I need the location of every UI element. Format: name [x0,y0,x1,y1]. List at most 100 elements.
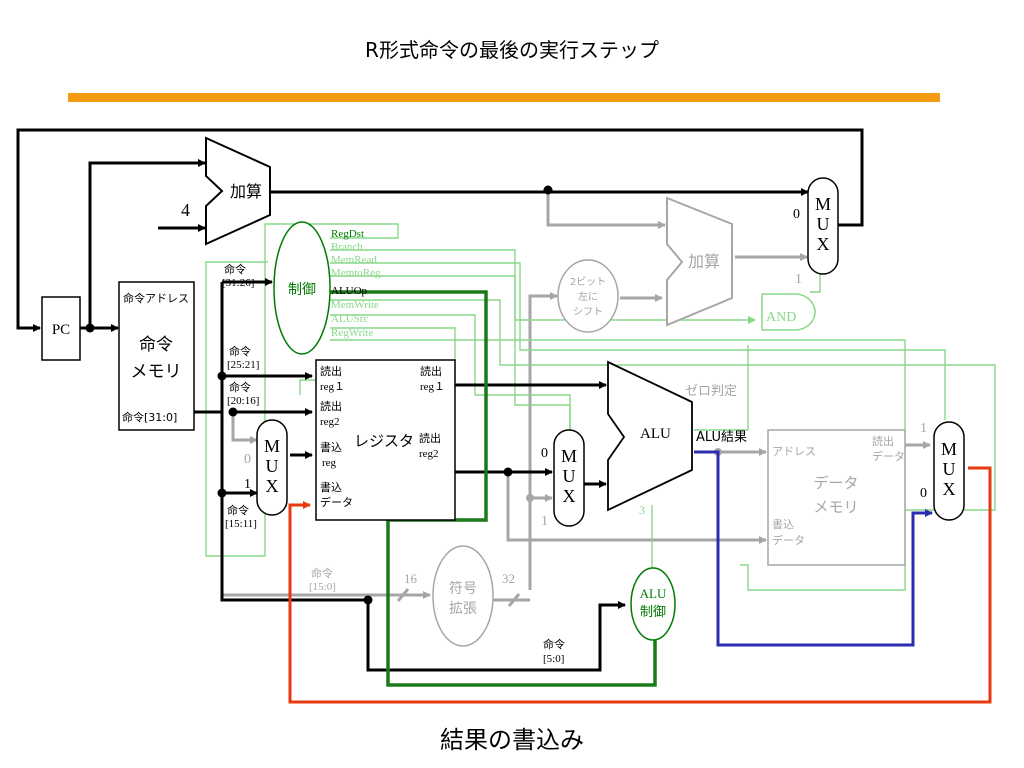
svg-text:16: 16 [404,571,418,586]
svg-text:[15:0]: [15:0] [309,581,336,593]
svg-text:1: 1 [541,514,548,529]
svg-text:[31:26]: [31:26] [222,277,254,289]
page-title: R形式命令の最後の実行ステップ [365,38,659,62]
svg-text:データ: データ [320,495,353,509]
svg-text:reg2: reg2 [419,448,439,460]
mux-memtoreg: M U X 1 0 [920,421,965,521]
instruction-memory: 命令アドレス 命令 メモリ 命令[31:0] [118,281,195,431]
mux-alusrc: M U X 0 1 [541,429,585,529]
svg-text:命令: 命令 [311,566,333,580]
imem-address-label: 命令アドレス [123,291,189,305]
imem-name2: メモリ [131,362,182,382]
adder-top-label: 加算 [230,182,262,201]
data-memory: アドレス 読出 データ 書込 データ データ メモリ [767,429,906,566]
svg-text:メモリ: メモリ [813,498,858,516]
title-underline [68,93,940,102]
svg-text:拡張: 拡張 [449,601,477,617]
alu-result-wire [694,450,933,647]
shift-left-2: 2ビット 左に シフト [557,259,619,333]
and-label: AND [766,310,796,325]
svg-text:U: U [563,466,576,486]
svg-text:0: 0 [541,446,548,461]
adder-const-4: 4 [181,200,190,220]
sig-branch: Branch [331,241,363,253]
shift-line2: 左に [578,290,598,303]
svg-text:ALU: ALU [640,586,667,601]
svg-text:M: M [941,439,957,459]
svg-text:reg: reg [322,457,337,469]
svg-text:X: X [266,476,279,496]
svg-text:3: 3 [639,503,645,517]
inactive-wires [222,190,931,607]
svg-text:X: X [943,479,956,499]
svg-text:書込: 書込 [320,480,342,494]
writeback-wire [288,466,992,704]
pc-label: PC [52,322,70,338]
svg-text:1: 1 [795,272,802,287]
alu-control: ALU 制御 [630,567,676,641]
instruction-field-labels: 命令 [25:21] 命令 [20:16] 命令 [15:11] 命令 [15:… [225,344,565,665]
svg-text:命令: 命令 [227,503,249,517]
svg-text:reg１: reg１ [320,381,345,393]
svg-text:命令: 命令 [229,344,251,358]
slide-caption: 結果の書込み [440,726,584,754]
svg-text:M: M [561,446,577,466]
svg-text:制御: 制御 [640,605,666,620]
svg-text:1: 1 [920,421,927,436]
inactive-control-wires [651,272,821,570]
mux-regdst: M U X 0 1 [244,419,288,516]
svg-text:データ: データ [872,449,905,463]
svg-text:U: U [266,456,279,476]
svg-text:命令: 命令 [224,262,246,276]
sig-regdst: RegDst [331,228,364,240]
control-label: 制御 [288,282,316,298]
pc-register: PC [41,296,81,361]
alu: ALU ゼロ判定 ALU結果 3 [607,360,747,517]
svg-text:[25:21]: [25:21] [227,359,259,371]
svg-text:読出: 読出 [420,364,442,378]
svg-text:U: U [943,459,956,479]
sig-regwrite: RegWrite [331,327,373,339]
shift-line1: 2ビット [570,276,606,288]
svg-text:[15:11]: [15:11] [225,518,257,530]
svg-text:書込: 書込 [772,517,794,531]
svg-text:0: 0 [244,452,251,467]
imem-name1: 命令 [139,335,173,355]
svg-text:読出: 読出 [320,364,342,378]
mux-top: M U X 0 1 [793,177,839,287]
svg-text:[20:16]: [20:16] [227,395,259,407]
svg-text:X: X [817,234,830,254]
svg-text:アドレス: アドレス [772,445,816,458]
svg-text:M: M [264,436,280,456]
sig-memwrite: MemWrite [331,299,379,311]
svg-text:32: 32 [502,571,515,586]
svg-text:書込: 書込 [320,440,342,454]
junction-dots [85,185,553,605]
sig-memtoreg: MemtoReg [331,267,381,279]
control-signal-wires [205,223,996,591]
svg-text:命令: 命令 [543,637,565,651]
svg-text:命令: 命令 [229,380,251,394]
svg-text:0: 0 [793,207,800,222]
svg-text:[5:0]: [5:0] [543,653,564,665]
alu-result-label: ALU結果 [696,430,747,445]
adder-branch: 加算 [666,196,733,327]
shift-line3: シフト [573,307,603,318]
sign-extend: 符号 拡張 16 32 [404,545,515,647]
svg-text:X: X [563,486,576,506]
alu-label: ALU [640,426,671,442]
svg-text:読出: 読出 [320,399,342,413]
svg-text:1: 1 [244,477,251,492]
svg-text:読出: 読出 [419,431,441,445]
svg-text:データ: データ [772,533,805,547]
imem-output-label: 命令[31:0] [122,410,177,424]
sig-aluop: ALUOp [331,285,368,297]
svg-text:0: 0 [920,486,927,501]
sig-memread: MemRead [331,254,377,266]
adder-branch-label: 加算 [688,252,720,271]
register-file-name: レジスタ [354,432,414,450]
svg-text:読出: 読出 [872,434,894,448]
svg-text:reg１: reg１ [420,381,445,393]
sig-alusrc: ALUSrc [331,313,368,325]
